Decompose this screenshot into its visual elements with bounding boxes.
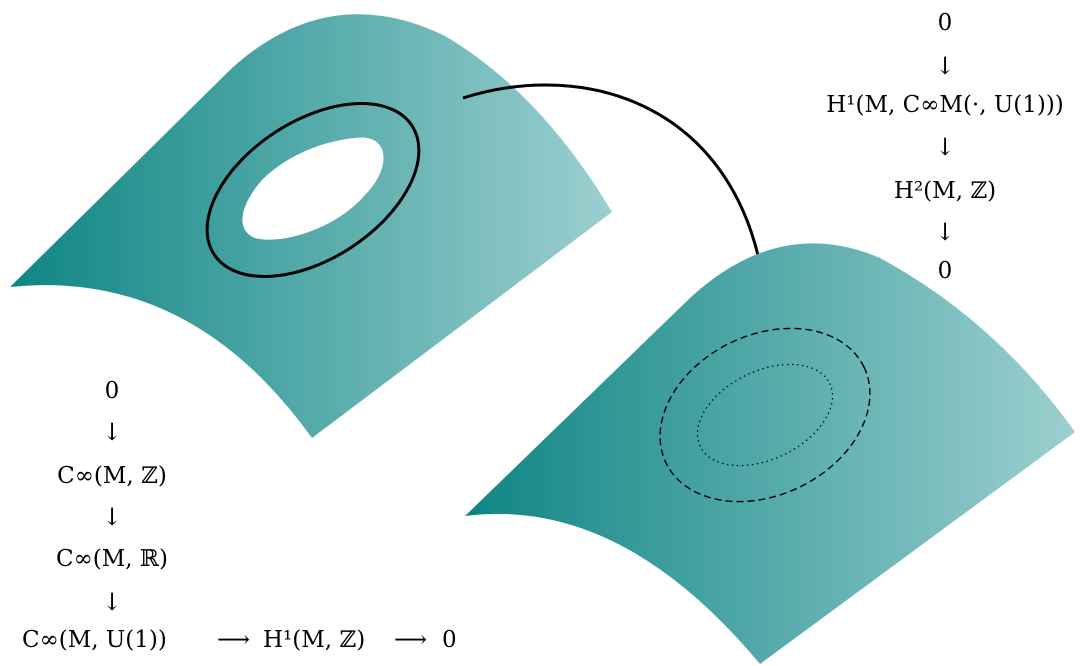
bottom-left-sequence: 0 ↓ C∞(M, ℤ) ↓ C∞(M, ℝ) ↓ C∞(M, U(1)) ⟶ … xyxy=(22,378,457,653)
tr-down-arrow-1: ↓ xyxy=(935,52,955,80)
left-surface xyxy=(10,14,612,438)
map-arrow xyxy=(462,83,768,282)
bl-right-arrow-1: ⟶ xyxy=(217,627,250,653)
bl-down-arrow-3: ↓ xyxy=(102,588,122,616)
right-surface xyxy=(465,243,1075,665)
bl-down-arrow-1: ↓ xyxy=(102,418,122,446)
tr-down-arrow-2: ↓ xyxy=(935,133,955,161)
bl-zero-end: 0 xyxy=(442,627,457,653)
tr-zero-top: 0 xyxy=(938,10,953,36)
top-right-sequence: 0 ↓ H¹(M, C∞M(·, U(1))) ↓ H²(M, ℤ) ↓ 0 xyxy=(826,10,1064,284)
bl-h1-z: H¹(M, ℤ) xyxy=(263,627,365,653)
bl-c-inf-r: C∞(M, ℝ) xyxy=(56,546,168,572)
tr-h1-sheaf: H¹(M, C∞M(·, U(1))) xyxy=(826,92,1064,118)
bl-right-arrow-2: ⟶ xyxy=(394,627,427,653)
bl-down-arrow-2: ↓ xyxy=(102,503,122,531)
tr-zero-bottom: 0 xyxy=(938,258,953,284)
bl-c-inf-z: C∞(M, ℤ) xyxy=(57,463,167,489)
bl-zero-top: 0 xyxy=(105,378,120,404)
loop-curve xyxy=(205,102,421,278)
tr-down-arrow-3: ↓ xyxy=(935,218,955,246)
dotted-loop xyxy=(696,363,834,467)
tr-h2: H²(M, ℤ) xyxy=(894,178,996,204)
bl-c-inf-u1: C∞(M, U(1)) xyxy=(22,627,167,653)
dashed-loop xyxy=(659,327,871,503)
